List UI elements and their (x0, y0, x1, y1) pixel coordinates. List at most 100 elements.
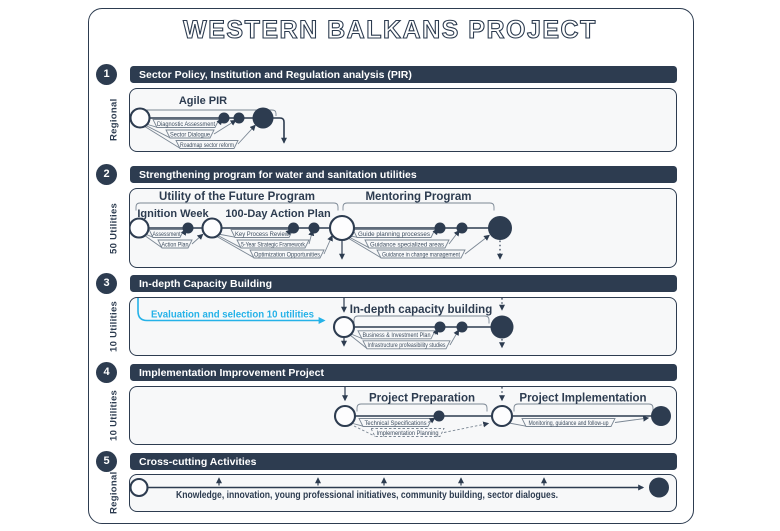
exit-arrow (273, 117, 287, 144)
up-arrows (216, 477, 547, 486)
step-dot (433, 410, 445, 422)
start-circle (130, 107, 151, 129)
step-label: Technical Specifications (365, 420, 427, 427)
section-2-number: 2 (103, 168, 110, 180)
end-circle (651, 406, 671, 426)
section-3-header: In-depth Capacity Building (130, 275, 677, 292)
section-3-panel: Evaluation and selection 10 utilities In… (129, 297, 677, 356)
step-shape (249, 249, 325, 259)
milestone-circle (201, 217, 223, 239)
step-arrows (427, 415, 650, 433)
section-2-diagram: Utility of the Future Program Mentoring … (130, 191, 512, 260)
step-label: 5-Year Strategic Framework (241, 241, 306, 248)
brace (342, 202, 495, 211)
section-4-lane-label: 10 Utilities (108, 389, 120, 442)
section-3-badge: 3 (96, 272, 117, 294)
step-label: Sector Dialogue (170, 131, 211, 138)
page-title: WESTERN BALKANS PROJECT (183, 15, 597, 44)
section-1-panel: Agile PIR Diagnostic Assessment Sector D… (129, 88, 677, 152)
step-shape (157, 239, 193, 249)
step-shape-dashed (370, 428, 445, 437)
mentoring-start-circle (328, 214, 356, 242)
step-dot (456, 321, 468, 333)
section-4-number: 4 (103, 366, 110, 378)
group-label: Project Preparation (369, 393, 475, 405)
step-dot (434, 321, 446, 333)
section-5-diagram: Knowledge, innovation, young professiona… (130, 477, 669, 501)
step-label: Key Process Review (235, 231, 289, 238)
step-label: Optimization Opportunities (254, 251, 320, 258)
step-label: Guide planning processes (358, 231, 430, 238)
step-label: Monitoring, guidance and follow-up (529, 420, 609, 427)
group-label: In-depth capacity building (350, 304, 492, 316)
section-2-header: Strengthening program for water and sani… (130, 166, 677, 183)
step-shape (357, 330, 436, 340)
step-shape (362, 340, 451, 350)
end-circle (252, 107, 274, 129)
step-shape (175, 140, 239, 149)
end-circle (488, 216, 512, 240)
step-label: Roadmap sector reform (180, 142, 234, 149)
section-5-lane-label: Regional (108, 471, 120, 515)
step-dot (288, 222, 299, 234)
section-4-panel: Project Preparation Project Implementati… (129, 386, 677, 445)
section-2-panel: Utility of the Future Program Mentoring … (129, 188, 677, 268)
step-shape (230, 229, 294, 238)
brace (135, 202, 339, 211)
connector-lines (349, 403, 654, 437)
selection-callout: Evaluation and selection 10 utilities (151, 310, 314, 321)
start-circle (130, 477, 149, 498)
section-1-badge: 1 (96, 63, 117, 85)
step-shape (148, 229, 185, 238)
brace (353, 315, 490, 324)
step-label: Implementation Planning (377, 430, 440, 437)
milestone-circle (490, 404, 514, 428)
step-shape (165, 129, 215, 139)
step-dot (182, 222, 194, 234)
phase-label: Ignition Week (137, 208, 209, 220)
step-label: Business & Investment Plan (363, 332, 431, 339)
section-4-header: Implementation Improvement Project (130, 364, 677, 381)
phase-label: 100-Day Action Plan (225, 208, 331, 220)
connector-lines (349, 315, 490, 349)
program-label: Utility of the Future Program (159, 191, 315, 203)
section-2-badge: 2 (96, 163, 117, 185)
section-4-badge: 4 (96, 361, 117, 383)
section-1-lane-label: Regional (108, 98, 120, 142)
section-1-diagram: Agile PIR Diagnostic Assessment Sector D… (130, 95, 287, 149)
start-circle (130, 217, 150, 239)
section-3-lane-label: 10 Utilities (108, 300, 120, 353)
selection-arrow (137, 298, 326, 324)
section-5-badge: 5 (96, 450, 117, 472)
step-label: Assessment (153, 231, 181, 238)
section-5-number: 5 (103, 455, 110, 467)
section-1-number: 1 (103, 68, 110, 80)
start-circle (333, 404, 357, 428)
step-dot (218, 112, 230, 124)
step-label: Infrastructure profeasibility studies (368, 342, 446, 349)
step-shape (352, 229, 436, 238)
step-dot (233, 112, 245, 124)
step-shape (152, 119, 220, 128)
step-shape (236, 239, 310, 249)
step-shape (358, 418, 433, 427)
step-dot (434, 222, 446, 234)
section-3-diagram: Evaluation and selection 10 utilities In… (137, 298, 514, 350)
step-label: Action Plan (162, 241, 189, 248)
section-4-diagram: Project Preparation Project Implementati… (333, 387, 671, 437)
group-label: Project Implementation (519, 393, 646, 405)
connector-lines (135, 202, 495, 259)
step-dot (308, 222, 320, 234)
end-circle (490, 315, 514, 339)
section-3-number: 3 (103, 277, 110, 289)
brace (513, 403, 654, 412)
step-label: Guidance specialized areas (370, 241, 444, 248)
start-circle (332, 315, 356, 339)
step-shape (376, 249, 466, 259)
program-label: Mentoring Program (365, 191, 471, 203)
activities-caption: Knowledge, innovation, young professiona… (176, 490, 558, 501)
brace (356, 403, 488, 412)
step-dot (456, 222, 468, 234)
section-2-lane-label: 50 Utilities (108, 202, 120, 254)
